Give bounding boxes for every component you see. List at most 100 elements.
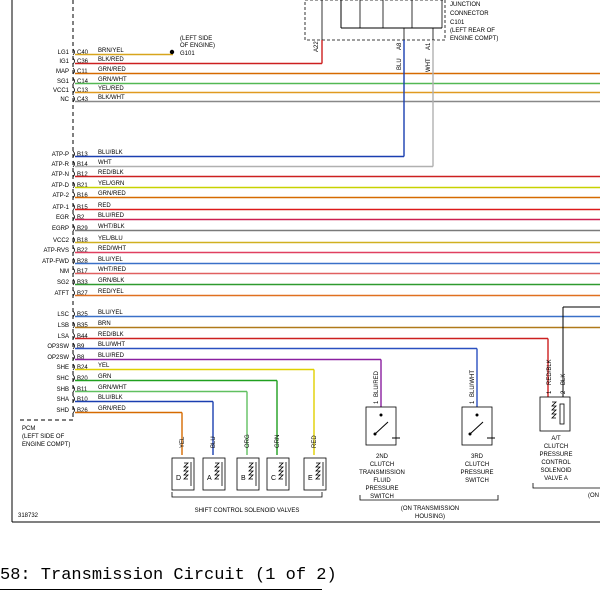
- solenoid-id-a: A: [207, 475, 212, 482]
- pcm-pin-c36: C36: [77, 59, 89, 65]
- wire-label-b14: WHT: [98, 160, 112, 166]
- caption-underline: [0, 589, 322, 590]
- pcm-label-2: ENGINE COMPT): [22, 442, 70, 448]
- pin-connector-mark: [72, 342, 75, 350]
- pcm-signal-atp-2: ATP-2: [52, 193, 69, 199]
- solenoid-wire-b: ORG: [245, 434, 251, 448]
- solenoid-id-d: D: [176, 475, 181, 482]
- pcm-signal-sha: SHA: [57, 397, 69, 403]
- pin-connector-mark: [72, 374, 75, 382]
- wire-label-c36: BLK/RED: [98, 57, 124, 63]
- pcm-pin-b21: B21: [77, 183, 88, 189]
- wire-label-c11: GRN/RED: [98, 67, 126, 73]
- solenoid-group-label: SHIFT CONTROL SOLENOID VALVES: [195, 508, 300, 514]
- pcm-pin-c13: C13: [77, 88, 89, 94]
- wire-label-b15: RED: [98, 203, 111, 209]
- pin-connector-mark: [72, 224, 75, 232]
- pcm-signal-nm: NM: [60, 269, 69, 275]
- solenoid-coil-b: [248, 462, 254, 480]
- pcm-pin-b2: B2: [77, 215, 85, 221]
- junction-label-0: JUNCTION: [450, 2, 480, 8]
- pcm-signal-lsc: LSC: [57, 312, 69, 318]
- ground-label-1: OF ENGINE): [180, 43, 215, 49]
- wire-label-b16: GRN/RED: [98, 191, 126, 197]
- at-solenoid-label-4: SOLENOID: [540, 468, 572, 474]
- second-switch-label-0: 2ND: [376, 454, 389, 460]
- pcm-pin-b26: B26: [77, 408, 88, 414]
- pin-connector-mark: [72, 353, 75, 361]
- wire-label-b13: BLU/BLK: [98, 150, 123, 156]
- wire-label-b20: GRN: [98, 374, 111, 380]
- pin-connector-mark: [72, 385, 75, 393]
- solenoid-coil-e: [315, 462, 321, 480]
- pin-connector-mark: [72, 395, 75, 403]
- solenoid-body-b: [236, 457, 260, 491]
- wire-label-b22: RED/WHT: [98, 246, 126, 252]
- pcm-signal-sg2: SG2: [57, 280, 70, 286]
- wire-label-c14: GRN/WHT: [98, 77, 127, 83]
- at-solenoid-pin-2: 2: [561, 390, 567, 394]
- pcm-pin-b22: B22: [77, 248, 88, 254]
- pcm-signal-atft: ATFT: [54, 291, 69, 297]
- solenoid-bracket: [171, 492, 323, 498]
- pin-connector-mark: [72, 213, 75, 221]
- wire-label-b12: RED/BLK: [98, 170, 124, 176]
- pcm-signal-egr: EGR: [56, 215, 70, 221]
- pcm-signal-shc: SHC: [56, 376, 69, 382]
- wire-label-b8: BLU/RED: [98, 353, 125, 359]
- second-switch-label-5: SWITCH: [370, 494, 394, 500]
- at-solenoid-wire-2: BLK: [561, 374, 567, 385]
- wire-label-b44: RED/BLK: [98, 332, 124, 338]
- pcm-pin-b28: B28: [77, 259, 88, 265]
- wire-label-b28: BLU/YEL: [98, 257, 123, 263]
- pcm-pin-b12: B12: [77, 172, 88, 178]
- pin-connector-mark: [72, 310, 75, 318]
- at-solenoid-pin-1: 1: [547, 390, 553, 394]
- pcm-signal-lsa: LSA: [58, 334, 69, 340]
- wire-label-c13: YEL/RED: [98, 86, 124, 92]
- pcm-pin-b16: B16: [77, 193, 88, 199]
- third-switch-body: [461, 406, 493, 446]
- solenoid-wire-e: RED: [312, 435, 318, 448]
- pin-connector-mark: [72, 406, 75, 414]
- solenoid-wire-d: YEL: [180, 436, 186, 448]
- second-switch-contact: [374, 421, 389, 435]
- second-switch-body: [365, 406, 397, 446]
- wire-label-b10: BLU/BLK: [98, 395, 123, 401]
- third-switch-label-2: PRESSURE: [460, 470, 493, 476]
- wire-label-b26: GRN/RED: [98, 406, 126, 412]
- ground-point-g101: [169, 49, 175, 55]
- pcm-pin-c11: C11: [77, 69, 88, 75]
- pcm-signal-sg1: SG1: [57, 79, 70, 85]
- solenoid-body-c: [266, 457, 290, 491]
- wire-label-b17: WHT/RED: [98, 267, 127, 273]
- pcm-signal-op3sw: OP3SW: [47, 344, 69, 350]
- junction-label-2: C101: [450, 20, 465, 26]
- solenoid-wire-a: BLU: [211, 436, 217, 448]
- at-solenoid-location: (ON: [588, 493, 599, 499]
- at-solenoid-label-2: PRESSURE: [539, 452, 572, 458]
- junction-label-3: (LEFT REAR OF: [450, 28, 495, 34]
- second-switch-terminal: [379, 413, 383, 417]
- at-solenoid-coil: [551, 401, 557, 419]
- at-solenoid-label-1: CLUTCH: [544, 444, 568, 450]
- solenoid-id-b: B: [241, 475, 246, 482]
- pcm-pin-b15: B15: [77, 205, 88, 211]
- solenoid-coil-d: [183, 462, 189, 480]
- solenoid-body-e: [303, 457, 327, 491]
- wire-label-b24: YEL: [98, 363, 110, 369]
- at-solenoid-body: [539, 396, 571, 432]
- third-switch-label-1: CLUTCH: [465, 462, 489, 468]
- third-switch-label-3: SWITCH: [465, 478, 489, 484]
- pcm-signal-shb: SHB: [57, 387, 69, 393]
- housing-label-0: (ON TRANSMISSION: [401, 506, 459, 512]
- junction-pin-a1: A1: [426, 42, 432, 50]
- wire-label-c43: BLK/WHT: [98, 95, 125, 101]
- pcm-signal-atp-r: ATP-R: [51, 162, 69, 168]
- at-solenoid-core: [559, 403, 565, 425]
- pin-connector-mark: [72, 246, 75, 254]
- pcm-pin-b18: B18: [77, 238, 88, 244]
- pcm-pin-b33: B33: [77, 280, 88, 286]
